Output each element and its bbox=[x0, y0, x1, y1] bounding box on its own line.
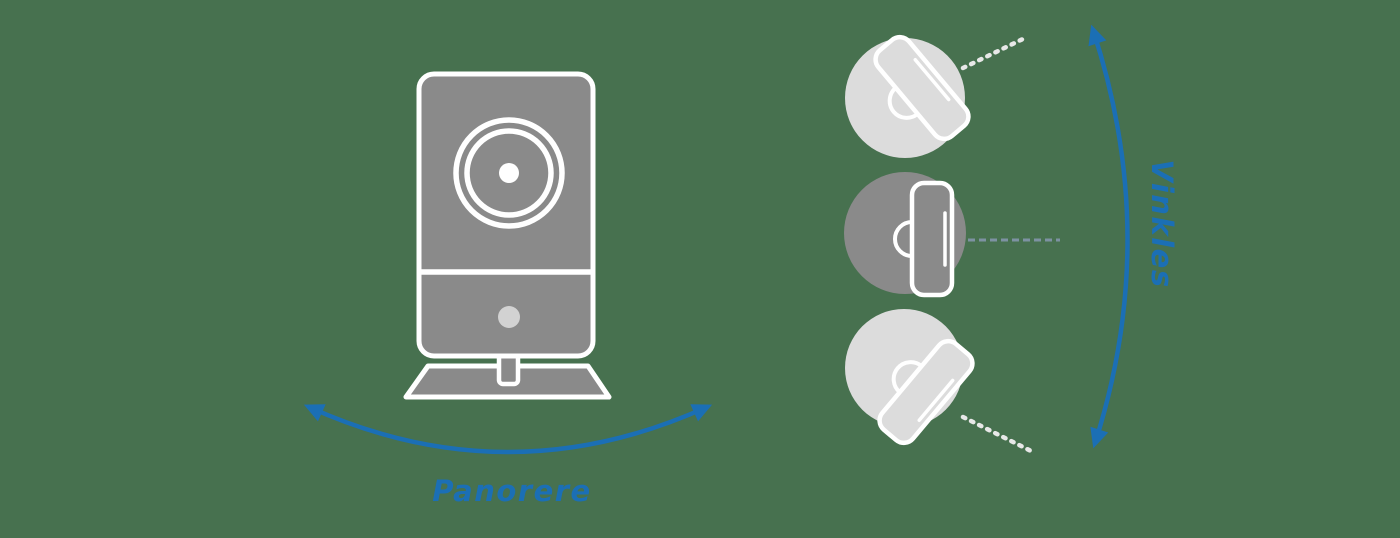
tilt-arc-arrow-icon bbox=[1088, 24, 1130, 449]
tilt-label: Vinkles bbox=[1145, 159, 1179, 288]
pan-label: Panorere bbox=[432, 474, 591, 508]
tilt-down-direction-dashes bbox=[960, 414, 1034, 454]
camera-front-icon bbox=[403, 71, 612, 400]
tilt-up-direction-dashes bbox=[960, 34, 1030, 71]
camera-lens-center-dot bbox=[499, 163, 519, 183]
camera-status-dot bbox=[498, 306, 520, 328]
camera-lens-inner-ring bbox=[464, 128, 554, 218]
camera-lens-outer-ring bbox=[453, 117, 565, 229]
pan-arrow-icon bbox=[303, 404, 713, 455]
